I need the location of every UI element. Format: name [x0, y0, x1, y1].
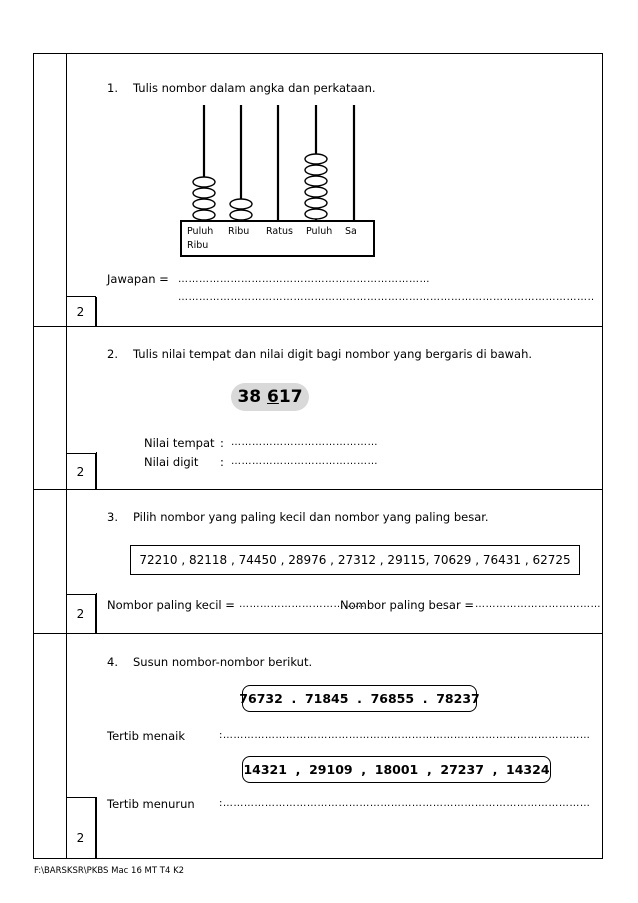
q2-number-suffix: 17 — [278, 387, 303, 407]
q3-number: 3. — [107, 510, 118, 524]
q2-place-value-answer[interactable]: …………………………………… — [231, 437, 378, 448]
q4-set-ascending: 76732 . 71845 . 76855 . 78237 — [239, 685, 480, 712]
q4-number: 4. — [107, 655, 118, 669]
q3-numbers-box: 72210 , 82118 , 74450 , 28976 , 27312 , … — [130, 545, 580, 575]
q4-ascending-answer[interactable]: :………………………………………………………………………………………………………… — [219, 730, 589, 741]
q3-numbers: 72210 , 82118 , 74450 , 28976 , 27312 , … — [139, 553, 571, 567]
q4-set1-numbers: 76732 . 71845 . 76855 . 78237 — [239, 691, 480, 706]
q2-number-underlined-digit: 6 — [267, 387, 279, 407]
q4-ascending-label: Tertib menaik — [107, 729, 186, 743]
abacus-bead — [192, 176, 216, 188]
q3-instruction: Pilih nombor yang paling kecil dan nombo… — [133, 510, 489, 524]
marks-box-q3: 2 — [66, 594, 96, 633]
abacus-bead — [304, 208, 328, 220]
abacus-label-puluh-ribu: Puluh — [187, 226, 214, 237]
q4-instruction: Susun nombor-nombor berikut. — [133, 655, 313, 669]
abacus-bead — [192, 198, 216, 210]
marks-value: 2 — [76, 607, 85, 621]
column-divider-mid — [96, 53, 97, 859]
marks-box-q4: 2 — [66, 797, 96, 859]
footer-path: F:\BARSKSR\PKBS Mac 16 MT T4 K2 — [34, 866, 185, 876]
marks-box-q1: 2 — [66, 296, 96, 326]
q1-answer-label: Jawapan = — [107, 272, 169, 286]
q2-number: 2. — [107, 347, 118, 361]
q2-place-value-colon: : — [220, 436, 224, 450]
marks-value: 2 — [76, 304, 85, 319]
q4-descending-label: Tertib menurun — [107, 797, 195, 811]
abacus-diagram — [180, 105, 375, 257]
abacus-bead — [304, 175, 328, 187]
q1-answer-line-2[interactable]: …………………………………………………………………………………………………………… — [178, 292, 594, 303]
marks-value: 2 — [76, 830, 85, 845]
marks-value: 2 — [76, 464, 85, 479]
q3-largest-label: Nombor paling besar = — [340, 598, 474, 612]
q4-descending-answer[interactable]: :………………………………………………………………………………………………………… — [219, 798, 589, 809]
abacus-label-sa: Sa — [345, 226, 357, 237]
abacus-bead — [304, 153, 328, 165]
abacus-bead — [304, 186, 328, 198]
abacus-bead — [304, 197, 328, 209]
worksheet-frame — [33, 53, 603, 859]
q2-number-prefix: 38 — [237, 387, 268, 407]
q4-set-descending: 14321 , 29109 , 18001 , 27237 , 14324 — [242, 756, 551, 783]
abacus-label-puluh-ribu-2: Ribu — [187, 240, 209, 251]
column-divider-left — [66, 53, 67, 859]
q2-digit-value-label: Nilai digit — [144, 455, 199, 469]
row-divider-3 — [33, 633, 603, 634]
abacus-bead — [304, 164, 328, 176]
abacus-label-puluh: Puluh — [306, 226, 333, 237]
q1-instruction: Tulis nombor dalam angka dan perkataan. — [133, 81, 376, 95]
q1-number: 1. — [107, 81, 118, 95]
marks-box-q2: 2 — [66, 453, 96, 489]
q3-smallest-answer[interactable]: ……………………………… — [239, 599, 365, 610]
q3-largest-answer[interactable]: ……………………………… — [475, 599, 601, 610]
abacus-base — [180, 220, 375, 257]
q2-digit-value-colon: : — [220, 455, 224, 469]
q4-set2-numbers: 14321 , 29109 , 18001 , 27237 , 14324 — [243, 762, 550, 777]
abacus-label-ribu: Ribu — [228, 226, 250, 237]
abacus-bead — [229, 209, 253, 221]
abacus-label-ratus: Ratus — [266, 226, 293, 237]
row-divider-1 — [33, 326, 603, 327]
q2-instruction: Tulis nilai tempat dan nilai digit bagi … — [133, 347, 533, 361]
q1-answer-line-1[interactable]: ……………………………………………………………… — [178, 274, 430, 285]
abacus-bead — [229, 198, 253, 210]
q3-smallest-label: Nombor paling kecil = — [107, 598, 235, 612]
q2-digit-value-answer[interactable]: …………………………………… — [231, 456, 378, 467]
row-divider-2 — [33, 489, 603, 490]
abacus-bead — [192, 209, 216, 221]
q2-place-value-label: Nilai tempat — [144, 436, 215, 450]
abacus-bead — [192, 187, 216, 199]
